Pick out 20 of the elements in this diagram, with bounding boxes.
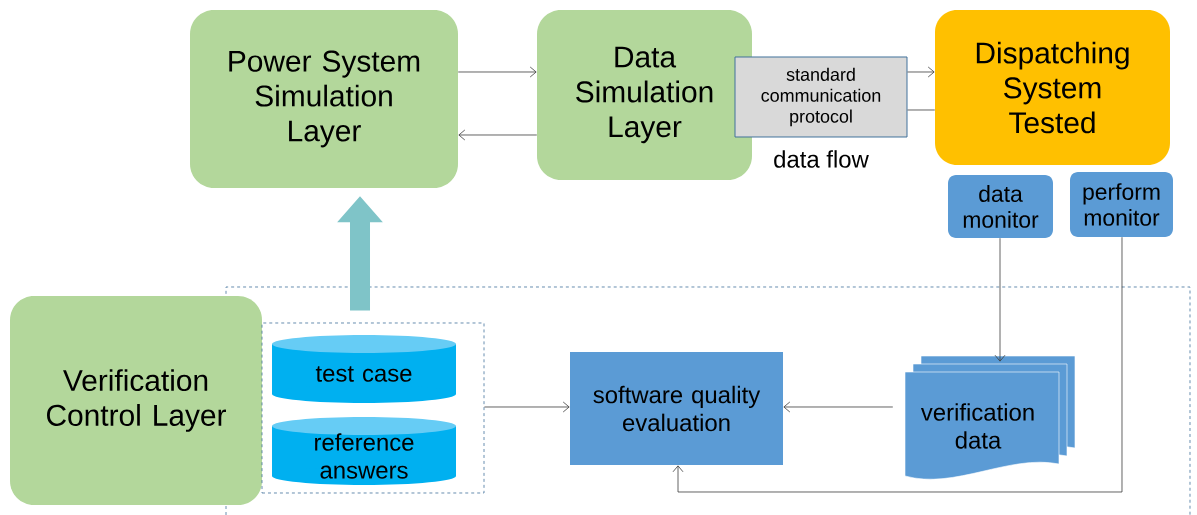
arrow: [458, 129, 538, 141]
arrow: [484, 401, 570, 413]
evaluation-box: software quality evaluation: [570, 352, 783, 465]
database-cylinder: reference answers: [272, 417, 456, 485]
protocol-box: standard communication protocol: [734, 56, 908, 138]
arrow: [457, 66, 537, 78]
database-cylinder: test case: [272, 335, 456, 403]
arrow: [994, 237, 1006, 362]
arrow: [783, 401, 894, 413]
dashed-group-box: [261, 322, 485, 494]
arrow: [672, 236, 1123, 493]
monitor-box: perform monitor: [1070, 172, 1173, 237]
arrow: [907, 66, 935, 78]
monitor-box: data monitor: [948, 175, 1053, 238]
layer-box: Data Simulation Layer: [537, 10, 752, 180]
layer-box: Verification Control Layer: [10, 296, 262, 505]
layer-box: Power System Simulation Layer: [190, 10, 458, 188]
caption-text: data flow: [774, 150, 869, 168]
system-box: Dispatching System Tested: [935, 10, 1170, 165]
document-stack: verification data: [904, 355, 1076, 480]
